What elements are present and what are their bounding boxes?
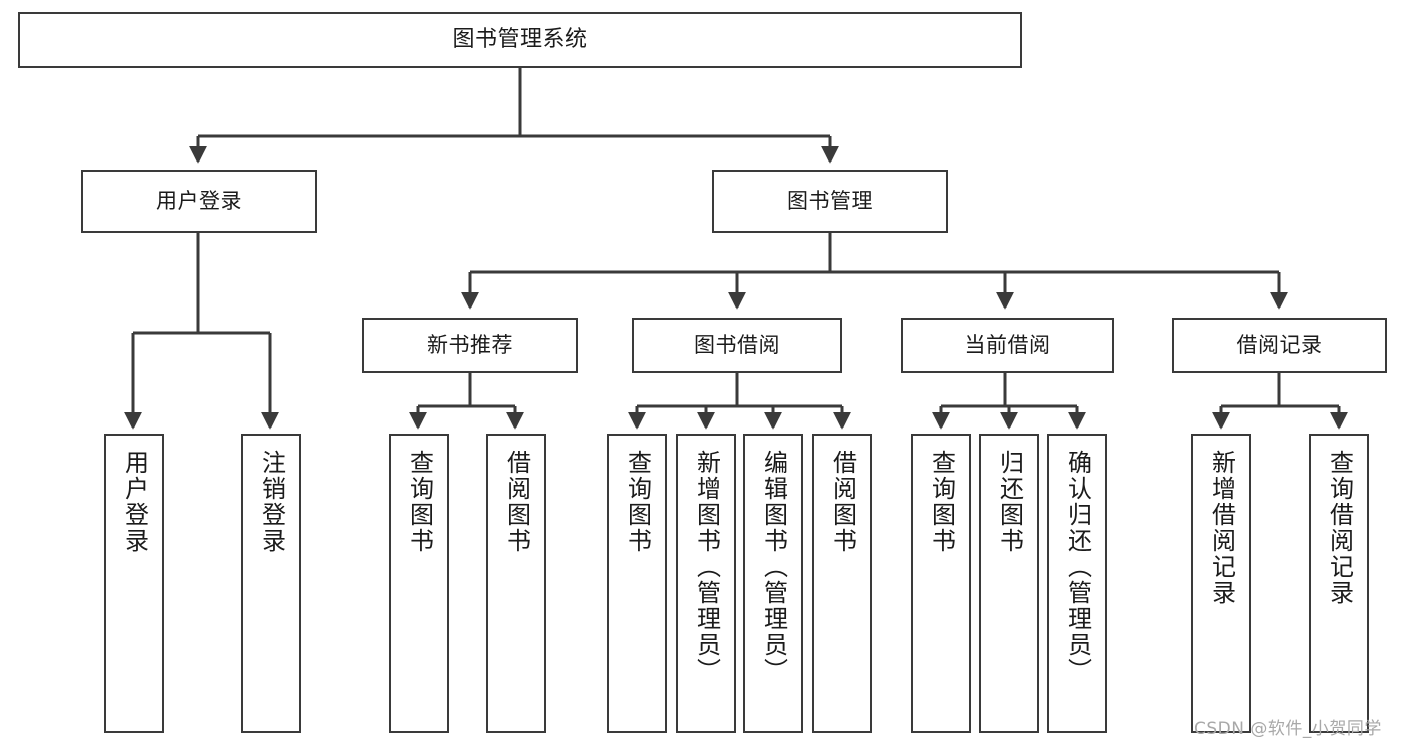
node-label: 确认归还（管理员） <box>1063 450 1092 684</box>
leaf-book-borrow-edit-book-admin[interactable]: 编辑图书（管理员） <box>743 434 803 733</box>
leaf-current-borrow-query-book[interactable]: 查询图书 <box>911 434 971 733</box>
node-label: 用户登录 <box>120 450 149 554</box>
node-label: 新书推荐 <box>427 333 513 358</box>
leaf-borrow-record-query-record[interactable]: 查询借阅记录 <box>1309 434 1369 733</box>
node-label: 借阅图书 <box>502 450 531 554</box>
node-label: 借阅记录 <box>1236 333 1323 358</box>
node-label: 图书借阅 <box>694 333 780 358</box>
node-label: 查询图书 <box>405 450 434 554</box>
node-label: 编辑图书（管理员） <box>759 450 788 684</box>
node-borrow-record[interactable]: 借阅记录 <box>1172 318 1387 373</box>
node-label: 图书管理 <box>787 189 873 214</box>
node-user-login[interactable]: 用户登录 <box>81 170 317 233</box>
node-label: 用户登录 <box>156 189 242 214</box>
node-label: 查询图书 <box>623 450 652 554</box>
leaf-new-book-borrow-book[interactable]: 借阅图书 <box>486 434 546 733</box>
node-label: 注销登录 <box>257 450 286 554</box>
node-label: 借阅图书 <box>828 450 857 554</box>
node-label: 图书管理系统 <box>452 27 588 53</box>
leaf-book-borrow-add-book-admin[interactable]: 新增图书（管理员） <box>676 434 736 733</box>
leaf-user-login-login[interactable]: 用户登录 <box>104 434 164 733</box>
node-label: 归还图书 <box>995 450 1024 554</box>
leaf-current-borrow-return-book[interactable]: 归还图书 <box>979 434 1039 733</box>
node-label: 查询图书 <box>927 450 956 554</box>
node-current-borrow[interactable]: 当前借阅 <box>901 318 1114 373</box>
leaf-current-borrow-confirm-return-admin[interactable]: 确认归还（管理员） <box>1047 434 1107 733</box>
node-label: 新增借阅记录 <box>1207 450 1236 606</box>
node-label: 查询借阅记录 <box>1325 450 1354 606</box>
leaf-borrow-record-add-record[interactable]: 新增借阅记录 <box>1191 434 1251 733</box>
node-label: 新增图书（管理员） <box>692 450 721 684</box>
node-label: 当前借阅 <box>964 333 1051 358</box>
leaf-new-book-query-book[interactable]: 查询图书 <box>389 434 449 733</box>
leaf-book-borrow-borrow-book[interactable]: 借阅图书 <box>812 434 872 733</box>
node-new-book-recommend[interactable]: 新书推荐 <box>362 318 578 373</box>
leaf-book-borrow-query-book[interactable]: 查询图书 <box>607 434 667 733</box>
node-book-borrow[interactable]: 图书借阅 <box>632 318 842 373</box>
leaf-user-login-logout[interactable]: 注销登录 <box>241 434 301 733</box>
node-book-management[interactable]: 图书管理 <box>712 170 948 233</box>
node-root-book-management-system[interactable]: 图书管理系统 <box>18 12 1022 68</box>
csdn-watermark: CSDN @软件_小贺同学 <box>1194 719 1382 739</box>
